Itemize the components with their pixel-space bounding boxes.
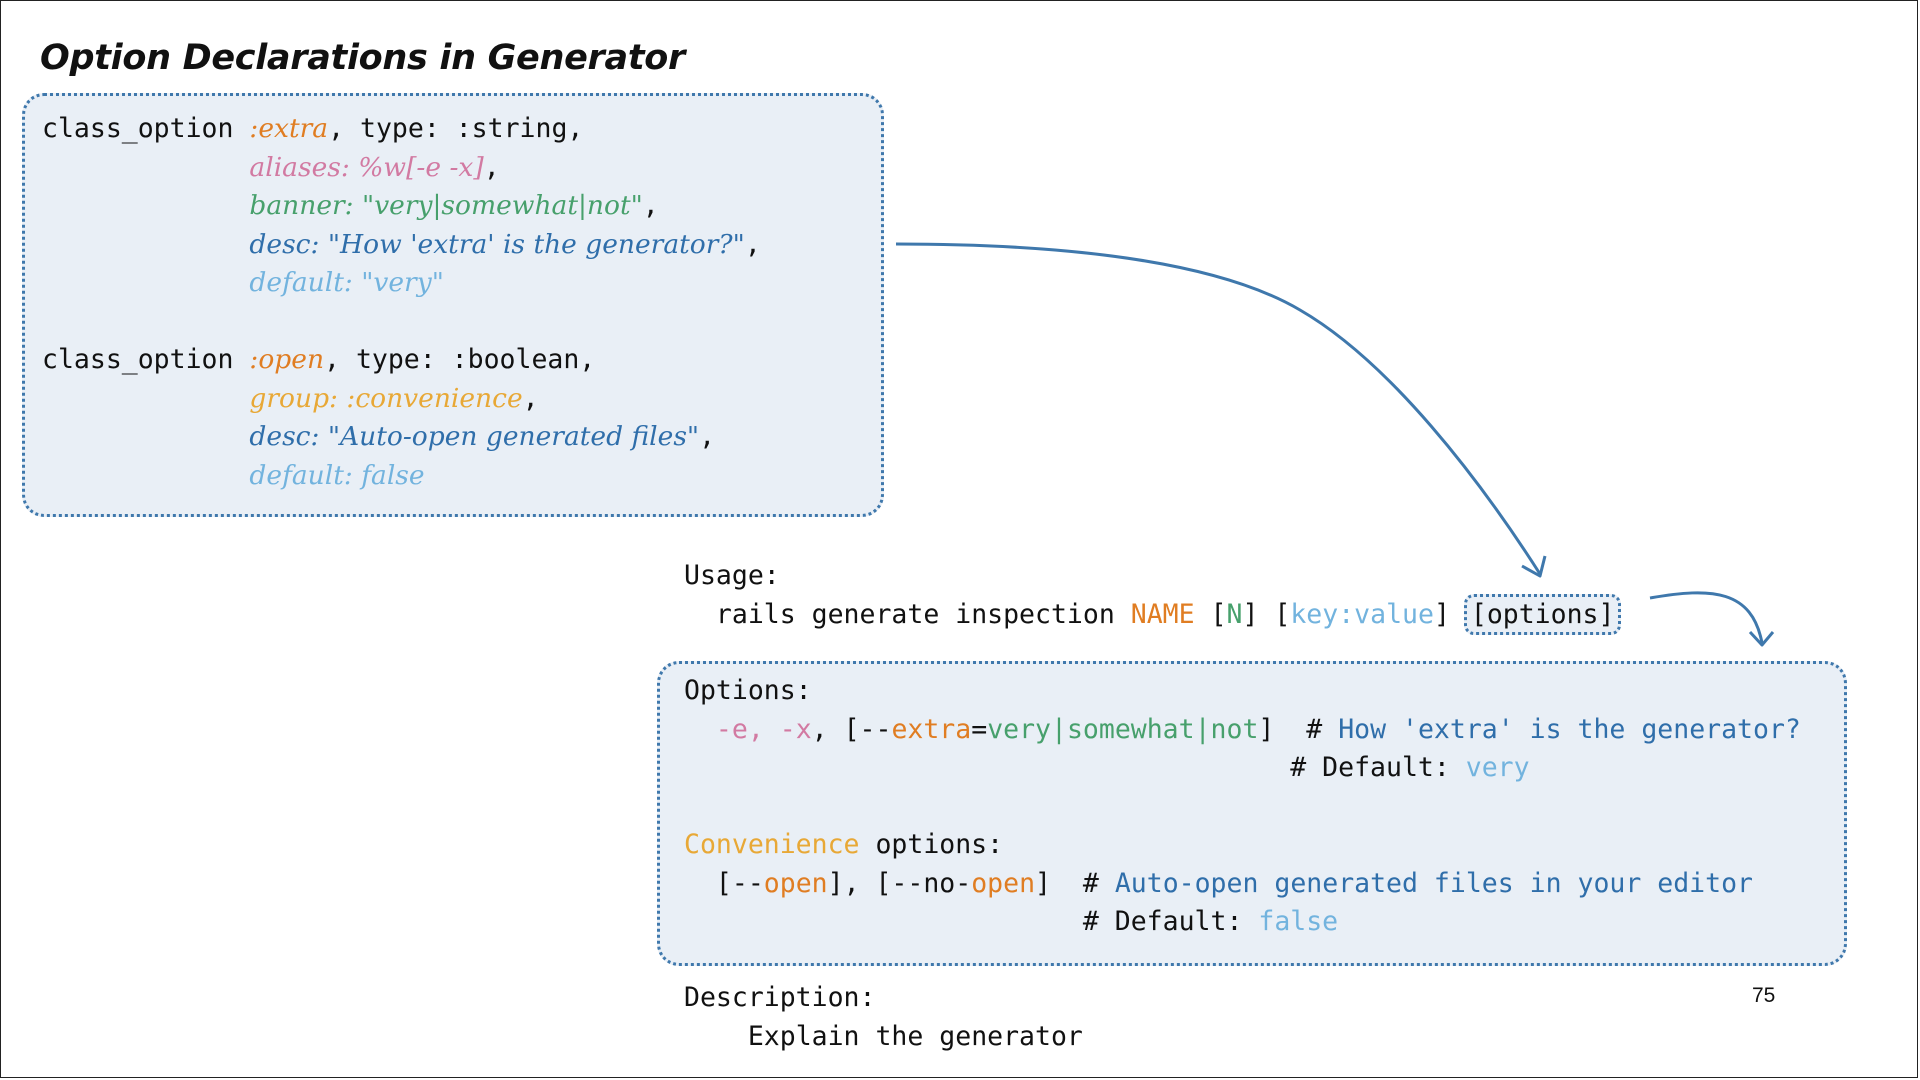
extra-default-output-line: # Default: very <box>1290 752 1530 783</box>
extra-default: default: "very" <box>249 267 444 298</box>
extra-comment: How 'extra' is the generator? <box>1338 713 1801 745</box>
open-symbol: :open <box>249 344 325 375</box>
declarations-code: class_option :extra, type: :string, alia… <box>42 110 761 495</box>
arrow-desc-to-options <box>895 242 1542 575</box>
extra-aliases: aliases: %w[-e -x] <box>249 151 484 183</box>
description-block: Description: Explain the generator <box>684 979 1083 1056</box>
arrow-options-to-box <box>1649 591 1764 644</box>
open-flag: open <box>763 867 828 899</box>
extra-aliases-line: aliases: %w[-e -x], <box>249 151 500 183</box>
page-number: 75 <box>1752 984 1776 1007</box>
banner-output: very|somewhat|not <box>987 713 1259 745</box>
open-option-line: class_option :open, type: :boolean, <box>42 344 596 375</box>
extra-default-value: very <box>1465 752 1530 783</box>
usage-block: Usage: rails generate inspection NAME [N… <box>684 557 1622 635</box>
usage-name: NAME <box>1130 598 1195 630</box>
description-text: Explain the generator <box>747 1020 1083 1052</box>
extra-desc: desc: "How 'extra' is the generator?" <box>249 228 745 260</box>
aliases-output: -e, -x <box>715 713 812 745</box>
open-default-line: default: false <box>42 457 761 496</box>
open-default-value: false <box>1258 906 1339 937</box>
description-header: Description: <box>684 982 876 1013</box>
usage-options-highlight: [options] <box>1463 593 1622 635</box>
options-output-box <box>657 661 1847 966</box>
usage-n: N <box>1226 598 1243 630</box>
options-code: Options: -e, -x, [--extra=very|somewhat|… <box>684 672 1801 942</box>
usage-command-line: rails generate inspection NAME [N] [key:… <box>684 593 1622 635</box>
slide-title: Option Declarations in Generator <box>40 38 685 78</box>
arrowhead-desc-to-options <box>1521 555 1547 578</box>
open-default-output-line: # Default: false <box>1082 906 1339 937</box>
extra-flag-line: -e, -x, [--extra=very|somewhat|not] # Ho… <box>715 713 1801 745</box>
extra-symbol: :extra <box>249 113 329 144</box>
extra-flag: extra <box>891 713 972 745</box>
extra-desc-line: desc: "How 'extra' is the generator?", <box>249 228 761 260</box>
usage-header: Usage: <box>684 560 780 591</box>
open-default: default: false <box>249 459 425 491</box>
open-desc-line: desc: "Auto-open generated files", <box>249 421 716 452</box>
open-comment: Auto-open generated files in your editor <box>1114 867 1754 899</box>
extra-option-line: class_option :extra, type: :string, <box>42 113 584 144</box>
open-group-line: group: :convenience, <box>249 382 539 414</box>
extra-banner-line: banner: "very|somewhat|not", <box>249 190 659 221</box>
extra-banner: banner: "very|somewhat|not" <box>249 190 643 221</box>
open-group: group: :convenience <box>249 382 523 414</box>
group-name: Convenience <box>684 829 860 860</box>
description-text-line: Explain the generator <box>684 1018 1083 1057</box>
open-flag-line: [--open], [--no-open] # Auto-open genera… <box>684 867 1754 899</box>
declarations-box <box>22 93 884 517</box>
options-header: Options: <box>684 675 812 706</box>
usage-key-value: key:value <box>1290 598 1434 630</box>
arrowhead-options-to-box <box>1748 630 1775 647</box>
no-open-flag: open <box>971 867 1036 899</box>
extra-default-line: default: "very" <box>42 264 761 303</box>
group-header-line: Convenience options: <box>684 829 1004 860</box>
open-desc: desc: "Auto-open generated files" <box>249 421 700 452</box>
